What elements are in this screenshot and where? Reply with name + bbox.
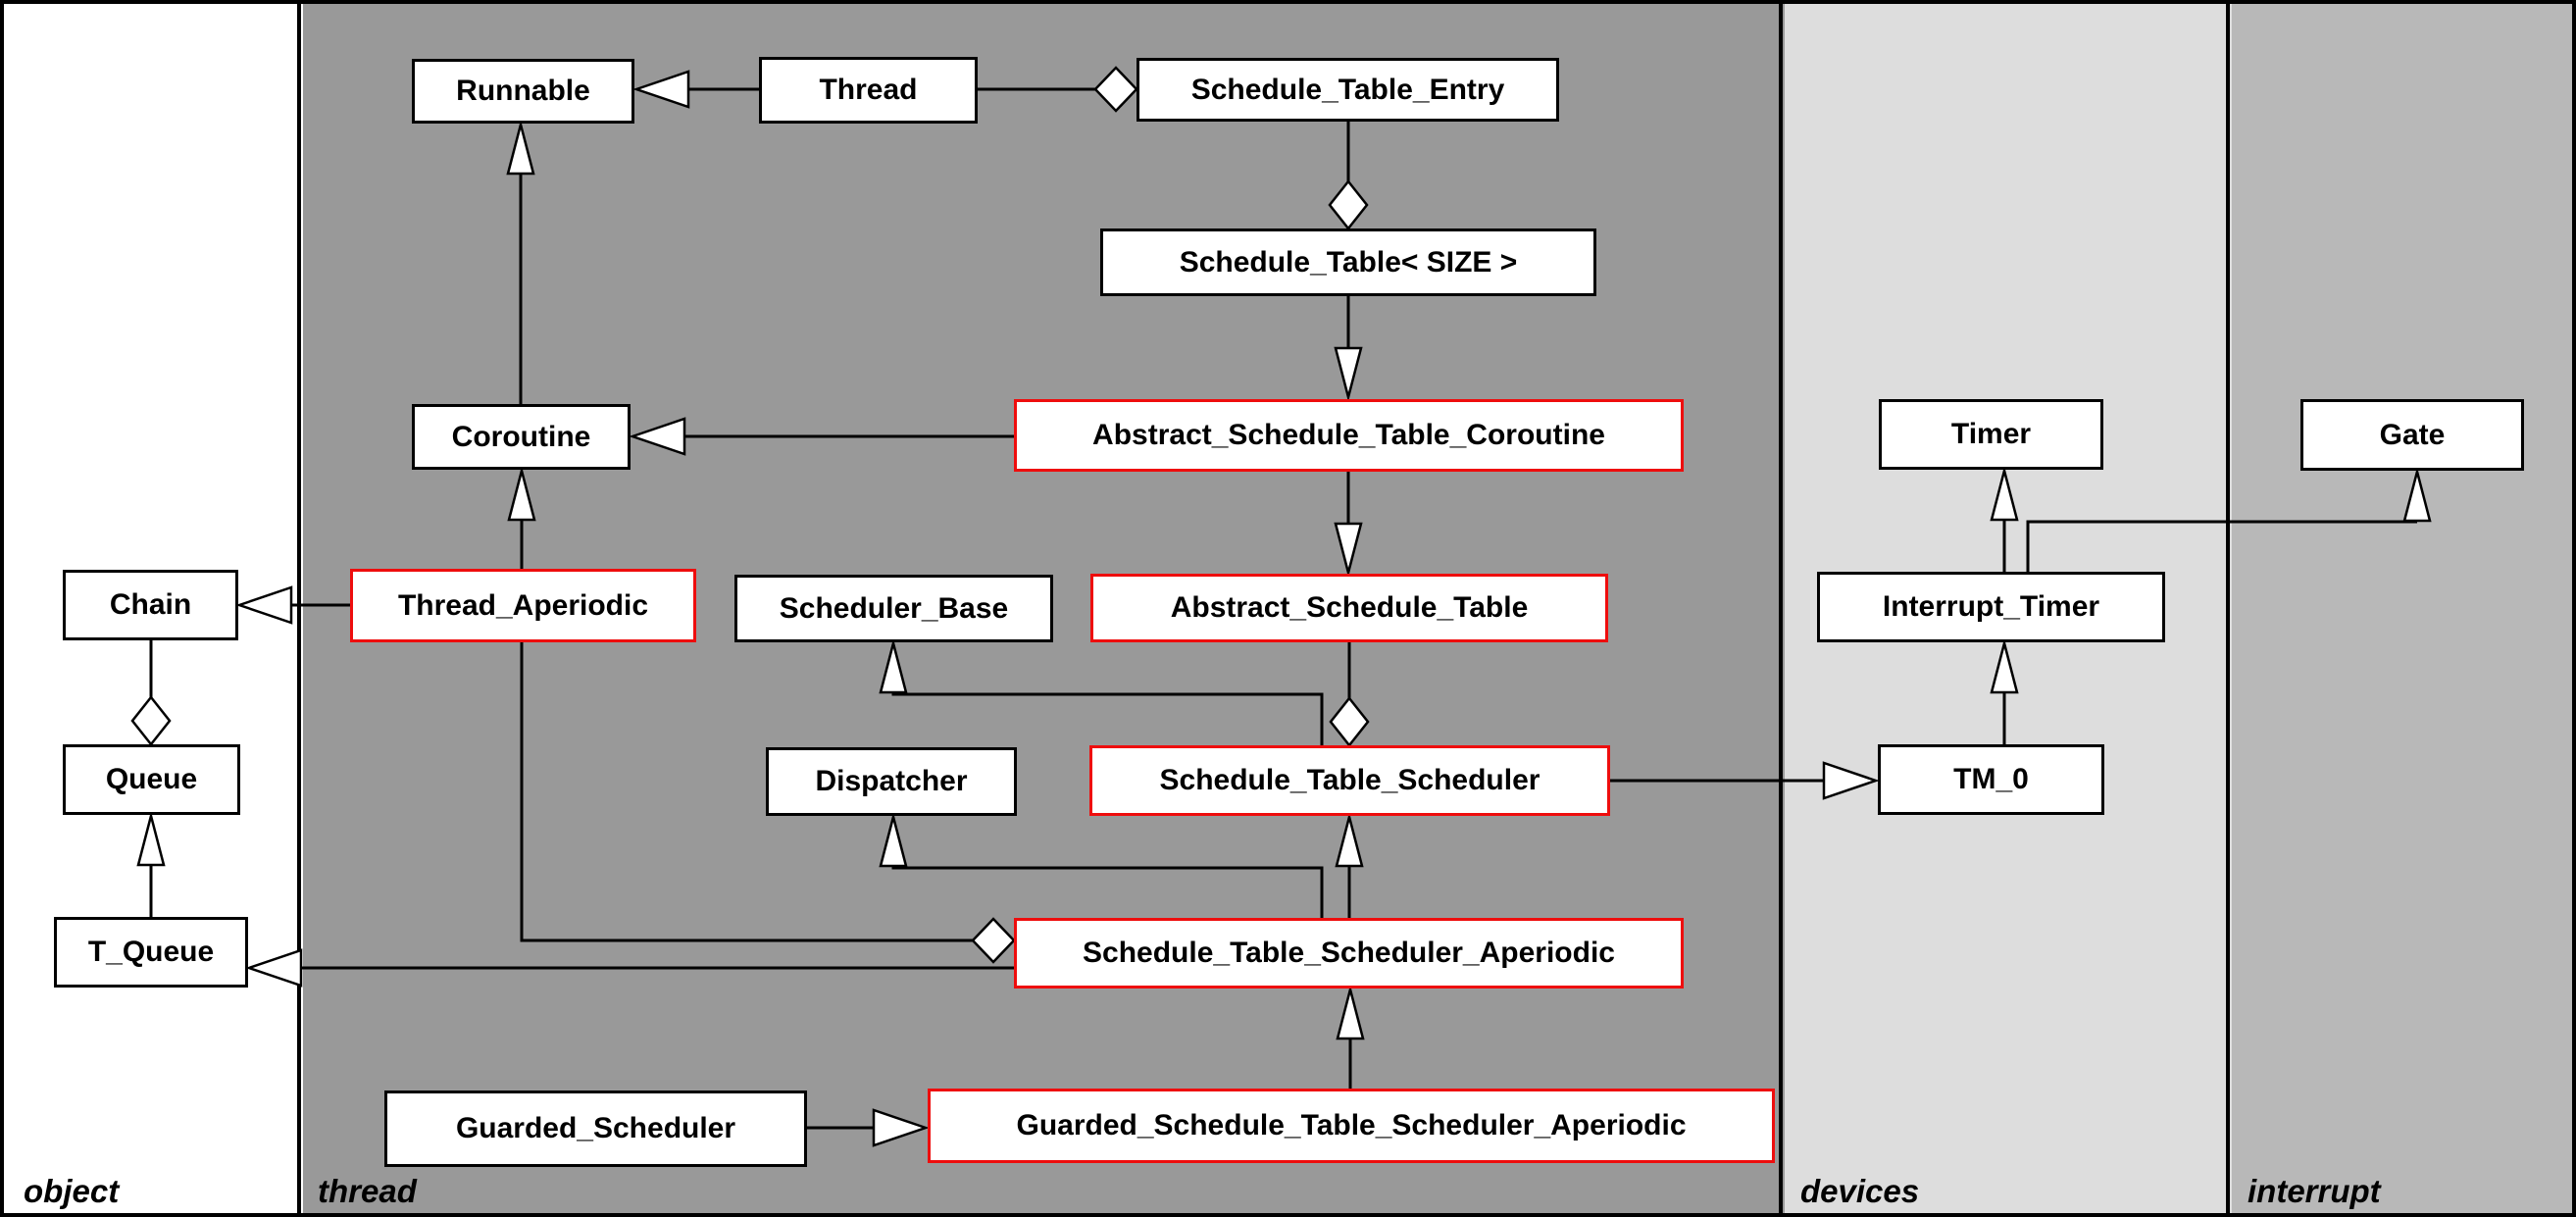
class-box-gstsa: Guarded_Schedule_Table_Scheduler_Aperiod… — [928, 1089, 1775, 1163]
class-box-schedule_table_size: Schedule_Table< SIZE > — [1100, 228, 1596, 296]
package-divider — [297, 4, 301, 1213]
class-box-tm_0: TM_0 — [1878, 744, 2104, 815]
package-label-thread: thread — [318, 1173, 417, 1209]
class-box-guarded_scheduler: Guarded_Scheduler — [384, 1090, 807, 1167]
class-box-thread_aperiodic: Thread_Aperiodic — [350, 569, 696, 642]
class-box-sts: Schedule_Table_Scheduler — [1089, 745, 1610, 816]
class-box-runnable: Runnable — [412, 59, 634, 124]
package-label-object: object — [24, 1173, 120, 1209]
class-box-ast: Abstract_Schedule_Table — [1090, 574, 1608, 642]
class-box-astc: Abstract_Schedule_Table_Coroutine — [1014, 399, 1684, 472]
package-region-interrupt — [2232, 4, 2572, 1213]
class-box-t_queue: T_Queue — [54, 917, 248, 988]
class-box-scheduler_base: Scheduler_Base — [734, 575, 1053, 642]
package-label-devices: devices — [1800, 1173, 1920, 1209]
class-box-interrupt_timer: Interrupt_Timer — [1817, 572, 2165, 642]
class-box-chain: Chain — [63, 570, 238, 640]
class-box-queue: Queue — [63, 744, 240, 815]
class-box-schedule_table_entry: Schedule_Table_Entry — [1136, 58, 1559, 122]
class-box-stsa: Schedule_Table_Scheduler_Aperiodic — [1014, 918, 1684, 989]
package-label-interrupt: interrupt — [2248, 1173, 2381, 1209]
class-box-gate: Gate — [2300, 399, 2524, 471]
class-box-thread: Thread — [759, 57, 978, 124]
class-box-dispatcher: Dispatcher — [766, 747, 1017, 816]
package-divider — [1779, 4, 1783, 1213]
class-box-timer: Timer — [1879, 399, 2103, 470]
class-box-coroutine: Coroutine — [412, 404, 631, 470]
package-divider — [2226, 4, 2230, 1213]
